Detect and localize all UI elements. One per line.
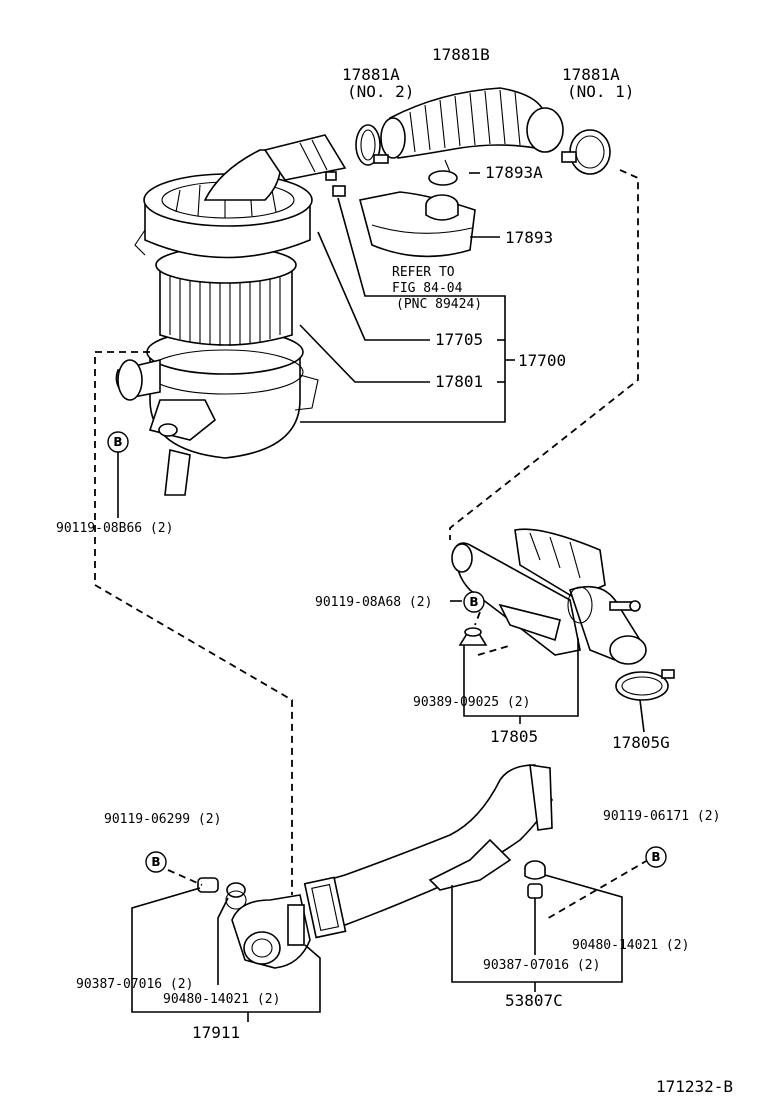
label-17881a-no2-sub: (NO. 2) <box>347 82 414 101</box>
intake-duct-17805 <box>451 528 647 665</box>
collar-90387-right <box>527 883 543 899</box>
svg-text:B: B <box>469 595 478 609</box>
label-90387-left: 90387-07016 (2) <box>76 977 193 992</box>
figure-code: 171232-B <box>656 1077 733 1096</box>
svg-text:B: B <box>113 435 122 449</box>
label-17700: 17700 <box>518 351 566 370</box>
resonator-17893 <box>359 191 476 258</box>
label-53807c: 53807C <box>505 991 563 1010</box>
label-17805g: 17805G <box>612 733 670 752</box>
label-17911: 17911 <box>192 1023 240 1042</box>
clamp-17893a <box>428 159 458 186</box>
label-90480-left: 90480-14021 (2) <box>163 992 280 1007</box>
label-refer-line3: (PNC 89424) <box>396 297 482 312</box>
label-17881b: 17881B <box>432 45 490 64</box>
svg-text:B: B <box>151 855 160 869</box>
label-bolt-08a68: 90119-08A68 (2) <box>315 595 432 610</box>
grommet-90480-right <box>524 860 546 880</box>
label-17893: 17893 <box>505 228 553 247</box>
leaders-middle <box>450 600 645 733</box>
leaders-upper <box>117 172 515 518</box>
label-90389: 90389-09025 (2) <box>413 695 530 710</box>
label-17881a-no1-sub: (NO. 1) <box>567 82 634 101</box>
clamp-17805g <box>615 669 675 701</box>
label-17705: 17705 <box>435 330 483 349</box>
grommet-90389 <box>458 627 488 646</box>
clamp-17881a-no2 <box>355 124 389 166</box>
label-17893a: 17893A <box>485 163 543 182</box>
connector-small <box>325 171 346 197</box>
actuator-17911 <box>231 894 311 969</box>
grommet-90480-left <box>225 882 247 910</box>
label-17881a-no2: 17881A <box>342 65 400 84</box>
dashed-routing <box>94 169 639 895</box>
svg-text:B: B <box>651 850 660 864</box>
air-hose-17881b <box>380 87 564 159</box>
label-17881a-no1: 17881A <box>562 65 620 84</box>
air-cleaner-assembly <box>115 134 347 496</box>
bolt-badge-upper-left: B <box>107 431 129 453</box>
inlet-duct-53807c <box>303 764 553 939</box>
label-90480-right: 90480-14021 (2) <box>572 938 689 953</box>
leaders-lower <box>131 859 649 1022</box>
clamp-17881a-no1 <box>561 129 611 175</box>
bolt-badge-middle: B <box>463 591 485 613</box>
bolt-badge-lower-right: B <box>645 846 667 868</box>
label-bolt-06171: 90119-06171 (2) <box>603 809 720 824</box>
label-17801: 17801 <box>435 372 483 391</box>
label-90387-right: 90387-07016 (2) <box>483 958 600 973</box>
label-refer-line2: FIG 84-04 <box>392 281 463 296</box>
label-17805: 17805 <box>490 727 538 746</box>
label-bolt-08b66: 90119-08B66 (2) <box>56 521 173 536</box>
collar-90387-left <box>197 877 219 893</box>
bolt-badge-lower-left: B <box>145 851 167 873</box>
label-bolt-06299: 90119-06299 (2) <box>104 812 221 827</box>
label-refer-line1: REFER TO <box>392 265 455 280</box>
